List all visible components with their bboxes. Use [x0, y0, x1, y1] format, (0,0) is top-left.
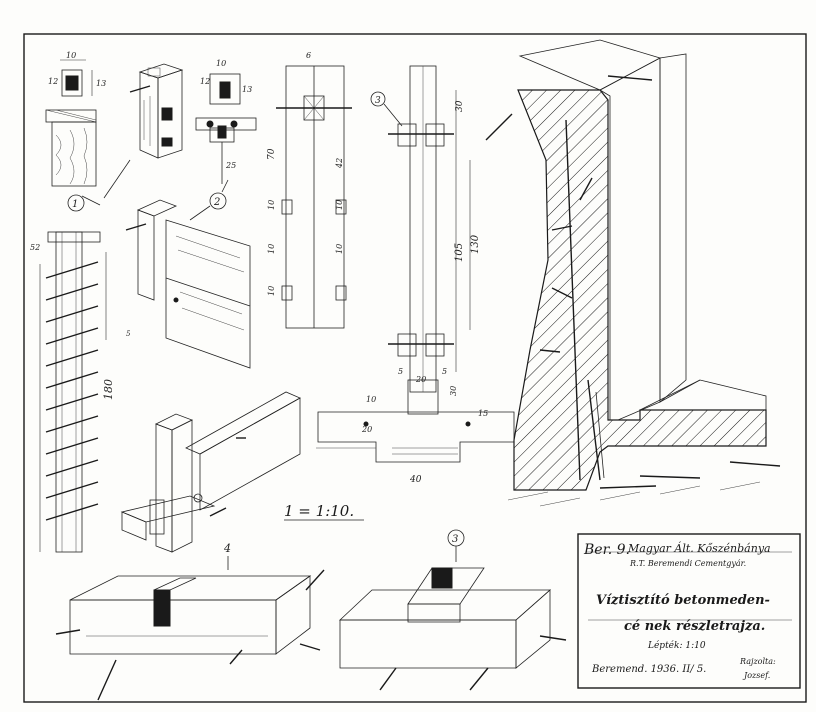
detail-section-small	[45, 59, 97, 187]
dim-10g: 10	[335, 244, 344, 254]
slab-iso-1	[55, 569, 325, 701]
callout-3b: 3	[452, 534, 458, 545]
scale-label: 1 = 1:10.	[284, 502, 354, 520]
dim-13a: 13	[96, 79, 106, 88]
dim-20b: 20	[361, 425, 372, 434]
title-company-sub: R.T. Beremendi Cementgyár.	[629, 559, 746, 568]
bracket-assembly	[120, 391, 301, 553]
dim-6: 6	[306, 51, 311, 60]
dim-42: 42	[335, 158, 344, 169]
post-with-base-section	[316, 65, 515, 463]
callout-3: 3	[375, 96, 381, 106]
callout-1: 1	[72, 199, 78, 210]
title-ber: Ber. 9.	[583, 542, 630, 558]
post-isometric	[129, 63, 184, 159]
title-scale: Lépték: 1:10	[647, 640, 706, 651]
dim-12b: 12	[200, 77, 210, 86]
dim-30a: 30	[455, 100, 465, 112]
dim-10c: 10	[267, 200, 276, 210]
dim-5b: 5	[442, 367, 447, 376]
title-company: Magyar Ált. Kőszénbánya	[627, 541, 771, 555]
title-line2: cé nek részletrajza.	[624, 619, 765, 634]
callout-3-circle	[370, 91, 386, 107]
dim-25: 25	[225, 161, 236, 170]
title-place-date: Beremend. 1936. II/ 5.	[591, 664, 706, 675]
callout-2: 2	[213, 197, 220, 208]
dim-12a: 12	[48, 77, 58, 86]
title-drawn-name: Jozsef.	[742, 671, 770, 680]
dim-20: 20	[415, 375, 426, 384]
dim-10e: 10	[267, 286, 276, 296]
dim-13b: 13	[242, 85, 252, 94]
dim-180: 180	[102, 379, 115, 400]
dim-130: 130	[470, 234, 481, 254]
dim-10d: 10	[267, 244, 276, 254]
slab-iso-3	[338, 567, 567, 691]
left-post-elevation	[39, 231, 107, 553]
callout-2-circle	[209, 192, 227, 210]
joint-detail	[195, 73, 257, 184]
dim-10f: 10	[335, 200, 344, 210]
title-line1: Víztisztító betonmeden-	[596, 593, 770, 608]
callout-1-circle	[67, 194, 85, 212]
dim-30b: 30	[449, 386, 458, 396]
dim-5c: 5	[126, 330, 131, 338]
dim-15: 15	[478, 409, 488, 418]
center-elevation	[276, 65, 352, 329]
dim-70: 70	[267, 148, 277, 160]
dim-105: 105	[454, 243, 465, 262]
dim-5a: 5	[398, 367, 403, 376]
callout-4: 4	[223, 542, 231, 555]
dim-10b: 10	[216, 59, 226, 68]
title-drawn-label: Rajzolta:	[739, 657, 776, 666]
dim-40: 40	[409, 475, 422, 485]
dim-52: 52	[30, 243, 40, 252]
dim-10a: 10	[66, 51, 76, 60]
panel-isometric	[125, 199, 251, 369]
basin-wall-section	[485, 39, 781, 507]
dim-10h: 10	[366, 395, 376, 404]
title-block	[577, 533, 801, 689]
sheet-border	[23, 33, 807, 703]
